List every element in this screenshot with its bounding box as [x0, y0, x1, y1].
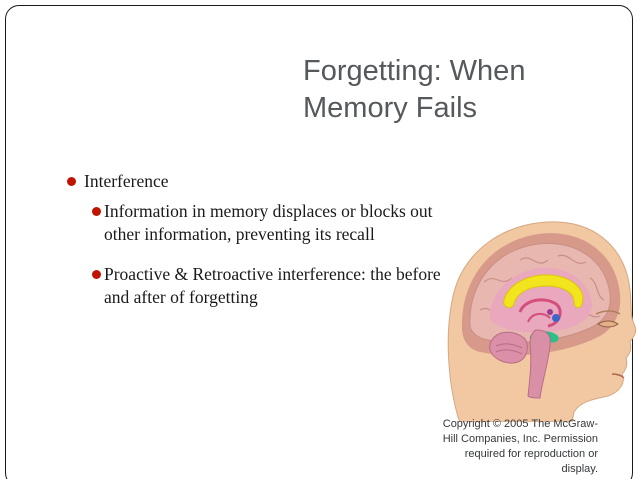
corpus-callosum: [503, 274, 584, 309]
bullet-text: Information in memory displaces or block…: [104, 201, 433, 244]
eye: [597, 320, 619, 328]
bullet-dot-icon: [67, 177, 76, 186]
slide-title: Forgetting: When Memory Fails: [303, 53, 623, 127]
mouth: [611, 373, 625, 379]
bullet-dot-icon: [92, 207, 101, 216]
bullet-text: Proactive & Retroactive interference: th…: [104, 264, 441, 307]
brainstem: [527, 329, 551, 399]
eyebrow: [595, 310, 621, 315]
bullet-text: Interference: [84, 171, 169, 191]
brain-illustration-icon: [447, 221, 637, 422]
bullet-dot-icon: [92, 270, 101, 279]
cerebellum: [489, 331, 528, 364]
title-line-2: Memory Fails: [303, 92, 478, 124]
copyright-notice: Copyright © 2005 The McGraw-Hill Compani…: [442, 418, 598, 475]
bullet-interference: Interference: [58, 170, 428, 193]
bullet-proactive-retroactive: Proactive & Retroactive interference: th…: [76, 263, 444, 309]
slide-frame: [5, 5, 633, 479]
bullet-list: Interference Information in memory displ…: [58, 170, 441, 309]
bullet-displacement: Information in memory displaces or block…: [76, 200, 444, 246]
title-line-1: Forgetting: When: [303, 55, 526, 87]
